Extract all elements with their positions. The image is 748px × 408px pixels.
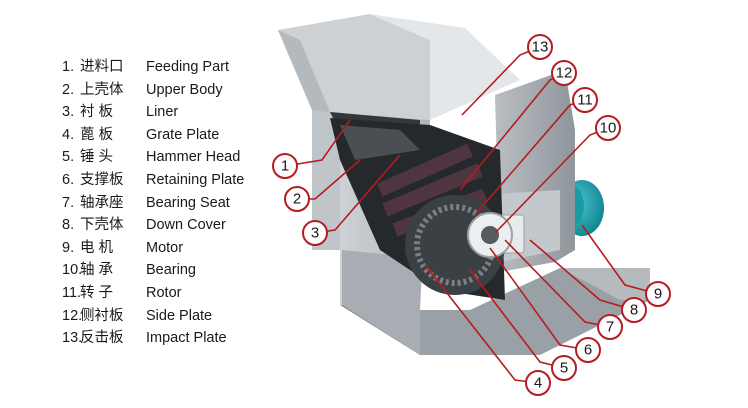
- callout-9: 9: [645, 281, 671, 307]
- svg-text:7: 7: [606, 319, 614, 336]
- svg-text:1: 1: [281, 158, 289, 175]
- crushing-chamber: [330, 118, 513, 300]
- svg-text:9: 9: [654, 286, 662, 303]
- callout-11: 11: [572, 87, 598, 113]
- svg-text:11: 11: [577, 92, 593, 109]
- svg-text:8: 8: [630, 302, 638, 319]
- callouts: 1 2 3 4 5 6 7 8 9 10 11 12 13: [272, 34, 671, 396]
- svg-text:3: 3: [311, 225, 319, 242]
- svg-text:4: 4: [534, 375, 542, 392]
- callout-12: 12: [551, 60, 577, 86]
- callout-7: 7: [597, 314, 623, 340]
- svg-text:13: 13: [532, 39, 549, 56]
- svg-text:6: 6: [584, 342, 592, 359]
- callout-2: 2: [284, 186, 310, 212]
- callout-1: 1: [272, 153, 298, 179]
- callout-6: 6: [575, 337, 601, 363]
- svg-text:5: 5: [560, 360, 568, 377]
- callout-4: 4: [525, 370, 551, 396]
- callout-13: 13: [527, 34, 553, 60]
- svg-text:2: 2: [293, 191, 301, 208]
- svg-text:10: 10: [600, 120, 617, 137]
- callout-3: 3: [302, 220, 328, 246]
- callout-5: 5: [551, 355, 577, 381]
- svg-text:12: 12: [556, 65, 573, 82]
- callout-8: 8: [621, 297, 647, 323]
- callout-10: 10: [595, 115, 621, 141]
